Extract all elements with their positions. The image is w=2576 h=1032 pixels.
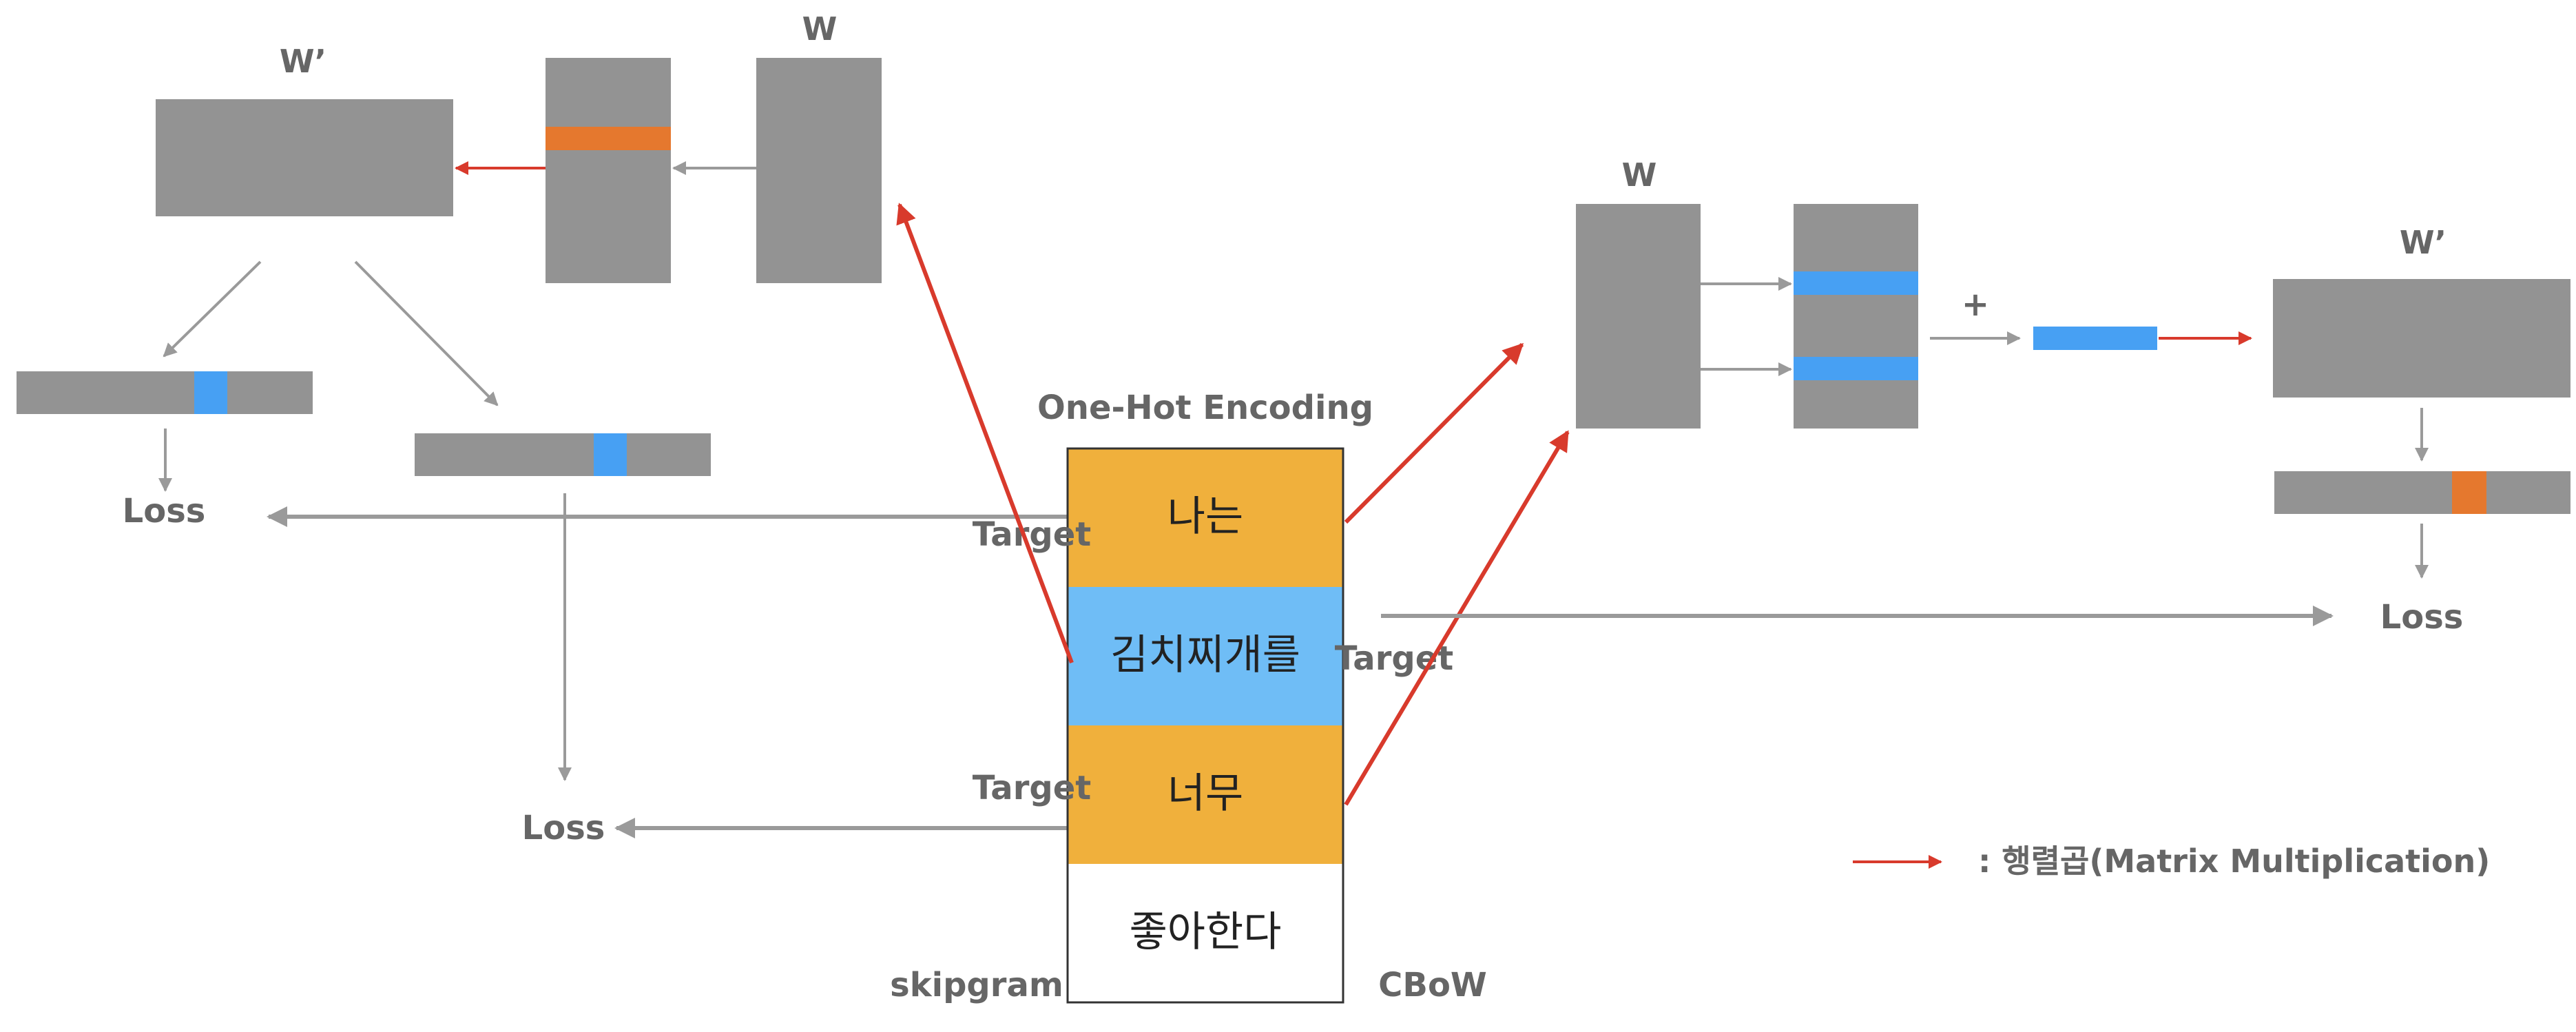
gray-arrow-to-output-1 [163, 260, 262, 358]
word-box-3 [1068, 725, 1343, 864]
one-hot-outline [1066, 447, 1344, 1004]
word-label-2: 김치찌개를 [1110, 631, 1300, 679]
target-label-upper: Target [973, 515, 1091, 554]
red-arrow-center-word-to-skipgram-w [896, 203, 1074, 664]
cbow-output-cell-orange [2452, 471, 2486, 514]
loss-label-right: Loss [2380, 598, 2464, 637]
target-label-middle: Target [1335, 639, 1453, 678]
word-box-1 [1068, 448, 1343, 587]
w-prime-label-top-left: W’ [280, 43, 326, 80]
word-label-4: 좋아한다 [1130, 908, 1282, 956]
word-box-4 [1068, 864, 1343, 1002]
cbow-w-prime-matrix [2273, 279, 2570, 398]
cbow-label: CBoW [1378, 966, 1487, 1004]
plus-sign: + [1962, 285, 1989, 324]
skipgram-embedding-row-orange [546, 127, 671, 150]
w-label-top-left: W [802, 10, 838, 48]
one-hot-encoding-title: One-Hot Encoding [1037, 389, 1373, 427]
skipgram-output-cell-blue-1 [194, 371, 227, 414]
skipgram-label: skipgram [890, 966, 1063, 1004]
skipgram-w-matrix [756, 58, 882, 283]
word-box-2 [1068, 587, 1343, 725]
cbow-w-matrix [1576, 204, 1701, 429]
cbow-averaged-vector [2033, 327, 2157, 350]
red-arrow-context-2-to-cbow-w [1344, 430, 1570, 806]
target-label-lower: Target [973, 769, 1091, 807]
skipgram-embedding-matrix [546, 58, 671, 283]
loss-label-lower-left: Loss [522, 809, 605, 847]
gray-arrow-to-output-2 [354, 260, 499, 406]
loss-label-upper-left: Loss [123, 492, 206, 530]
skipgram-w-prime-matrix [156, 99, 453, 216]
cbow-embedding-row-blue-2 [1794, 357, 1918, 380]
red-arrow-context-1-to-cbow-w [1344, 342, 1524, 524]
legend-text: : 행렬곱(Matrix Multiplication) [1978, 843, 2490, 880]
cbow-embedding-row-blue-1 [1794, 271, 1918, 295]
skipgram-output-cell-blue-2 [594, 433, 627, 476]
cbow-output-vector [2274, 471, 2570, 514]
word-label-1: 나는 [1167, 493, 1243, 541]
cbow-embedding-matrix [1794, 204, 1918, 429]
w-label-right: W [1622, 156, 1657, 194]
skipgram-output-vector-2 [415, 433, 711, 476]
word-label-3: 너무 [1167, 770, 1243, 818]
w-prime-label-right: W’ [2400, 224, 2447, 261]
skipgram-output-vector-1 [17, 371, 313, 414]
